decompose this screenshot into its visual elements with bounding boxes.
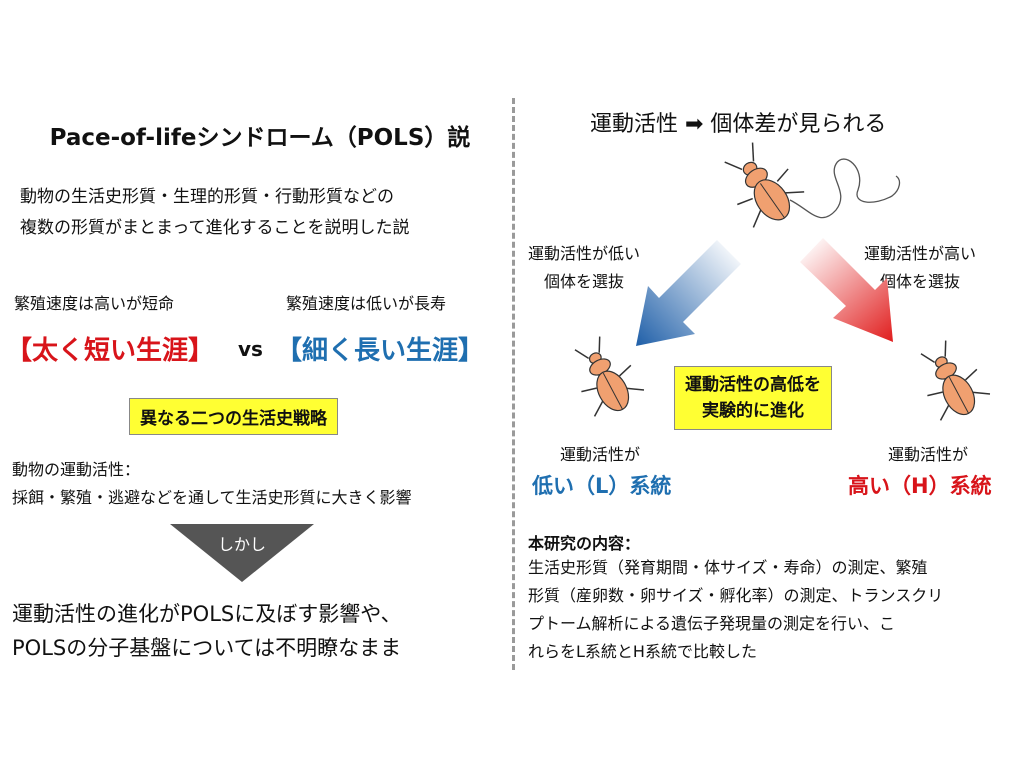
study-line: プトーム解析による遺伝子発現量の測定を行い、こ [528, 614, 896, 633]
long-life-caption: 繁殖速度は低いが長寿 [286, 294, 447, 313]
activity-description: 動物の運動活性： 採餌・繁殖・逃避などを通して生活史形質に大きく影響 [12, 456, 412, 512]
short-life-label: 【太く短い生涯】 [6, 336, 215, 366]
low-line-name: 低い（L）系統 [532, 474, 672, 498]
high-line-name: 高い（H）系統 [848, 474, 992, 498]
low-selection-label: 運動活性が低い 個体を選抜 [528, 240, 640, 296]
selection-line: 個体を選抜 [880, 272, 961, 291]
strategy-box: 異なる二つの生活史戦略 [129, 398, 338, 435]
beetle-icon [724, 142, 805, 228]
center-divider [512, 98, 515, 670]
beetle-icon [920, 340, 991, 421]
selection-line: 運動活性が高い [864, 244, 977, 263]
box-line: 運動活性の高低を [685, 375, 821, 395]
right-title: 運動活性 ➡ 個体差が見られる [590, 112, 887, 137]
pols-definition: 動物の生活史形質・生理的形質・行動形質などの 複数の形質がまとまって進化すること… [20, 182, 409, 244]
high-line-caption: 運動活性が [888, 445, 969, 464]
study-line: れらをL系統とH系統で比較した [528, 642, 757, 661]
study-heading: 本研究の内容： [528, 534, 641, 553]
however-label: しかし [217, 535, 266, 554]
selection-line: 個体を選抜 [544, 272, 625, 291]
conclusion-line: POLSの分子基盤については不明瞭なまま [12, 636, 402, 660]
short-life-caption: 繁殖速度は高いが短命 [14, 294, 175, 313]
activity-line: 採餌・繁殖・逃避などを通して生活史形質に大きく影響 [12, 488, 412, 507]
vs-label: vs [238, 337, 263, 361]
definition-line: 複数の形質がまとまって進化することを説明した説 [20, 218, 410, 238]
beetle-icon [574, 336, 645, 417]
low-selection-arrow [636, 240, 741, 346]
study-line: 生活史形質（発育期間・体サイズ・寿命）の測定、繁殖 [528, 558, 928, 577]
long-life-label: 【細く長い生涯】 [276, 336, 485, 366]
conclusion-line: 運動活性の進化がPOLSに及ぼす影響や、 [12, 602, 402, 626]
high-selection-label: 運動活性が高い 個体を選抜 [864, 240, 976, 296]
low-line-caption: 運動活性が [560, 445, 641, 464]
box-line: 実験的に進化 [702, 401, 804, 421]
selection-line: 運動活性が低い [528, 244, 641, 263]
activity-line: 動物の運動活性： [12, 460, 141, 479]
high-selection-arrow [800, 238, 893, 342]
experimental-evolution-box: 運動活性の高低を 実験的に進化 [674, 366, 832, 430]
conclusion-text: 運動活性の進化がPOLSに及ぼす影響や、 POLSの分子基盤については不明瞭なま… [12, 597, 402, 665]
definition-line: 動物の生活史形質・生理的形質・行動形質などの [20, 187, 394, 207]
study-description: 生活史形質（発育期間・体サイズ・寿命）の測定、繁殖 形質（産卵数・卵サイズ・孵化… [528, 554, 943, 666]
pols-title: Pace-of-lifeシンドローム（POLS）説 [49, 125, 471, 151]
study-line: 形質（産卵数・卵サイズ・孵化率）の測定、トランスクリ [528, 586, 944, 605]
